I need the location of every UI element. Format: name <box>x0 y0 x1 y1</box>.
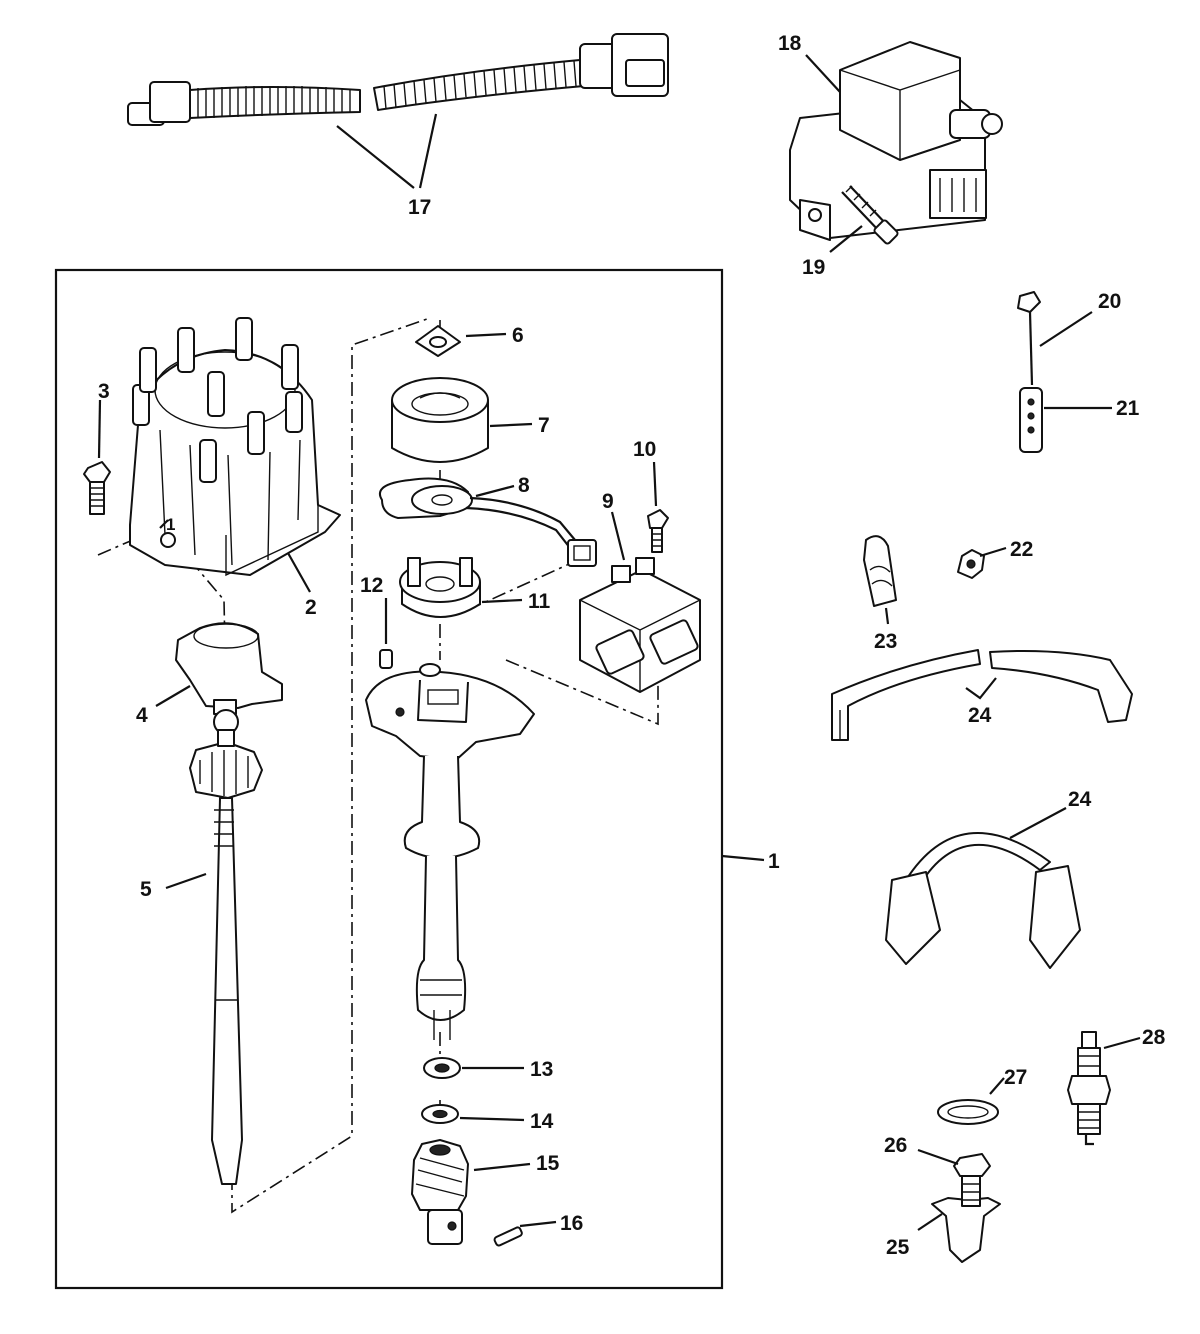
clip-and-strap-part <box>1017 291 1043 453</box>
callout-24b: 24 <box>1068 788 1092 811</box>
wire-retainer-part <box>863 535 897 607</box>
callout-1: 1 <box>768 850 780 873</box>
callout-19: 19 <box>802 256 825 279</box>
plug-gasket-part <box>937 1099 999 1125</box>
callout-27: 27 <box>1004 1066 1027 1089</box>
callout-20: 20 <box>1098 290 1121 313</box>
gear-roll-pin-part <box>493 1226 523 1247</box>
callout-14: 14 <box>530 1110 554 1133</box>
callout-26: 26 <box>884 1134 907 1157</box>
callout-2: 2 <box>305 596 317 619</box>
callout-17: 17 <box>408 196 431 219</box>
distributor-assembly-frame <box>54 268 724 1290</box>
roll-pin-part <box>379 649 393 669</box>
callout-24a: 24 <box>968 704 992 727</box>
callout-10: 10 <box>633 438 656 461</box>
cap-screw-part <box>83 461 111 515</box>
callout-22: 22 <box>1010 538 1033 561</box>
distributor-housing-part <box>365 663 535 1040</box>
flat-washer-part <box>421 1104 459 1124</box>
callout-5: 5 <box>140 878 152 901</box>
callout-16: 16 <box>560 1212 583 1235</box>
wiring-harness-part <box>127 33 669 126</box>
tang-washer-part <box>423 1057 461 1079</box>
spark-plug-wire-upper-part <box>831 649 1133 741</box>
callout-8: 8 <box>518 474 530 497</box>
callout-23: 23 <box>874 630 897 653</box>
distributor-shaft-part <box>189 709 263 1185</box>
callout-21: 21 <box>1116 397 1140 420</box>
callout-1b: 1 <box>166 515 175 534</box>
plug-retainer-part <box>931 1197 1001 1263</box>
callout-4: 4 <box>136 704 148 727</box>
callout-28: 28 <box>1142 1026 1166 1049</box>
magnetic-shield-part <box>399 557 481 618</box>
drive-gear-part <box>411 1139 469 1245</box>
callout-15: 15 <box>536 1152 560 1175</box>
callout-11: 11 <box>528 590 551 613</box>
pickup-coil-part <box>379 477 597 567</box>
callout-3: 3 <box>98 380 110 403</box>
ignition-module-part <box>579 557 701 693</box>
callout-25: 25 <box>886 1236 910 1259</box>
spark-plug-wire-lower-part <box>885 831 1081 969</box>
spark-plug-part <box>1067 1031 1111 1146</box>
callout-9: 9 <box>602 490 614 513</box>
module-screw-part <box>647 509 669 553</box>
callout-13: 13 <box>530 1058 553 1081</box>
callout-6: 6 <box>512 324 524 347</box>
spark-plug-wire-separator-part <box>957 549 985 579</box>
plug-bolt-part <box>953 1153 991 1207</box>
rotor-part <box>175 622 283 715</box>
shaft-seal-part <box>415 325 461 357</box>
pole-piece-part <box>391 377 489 463</box>
coil-bolt-part <box>841 185 899 245</box>
distributor-cap-part <box>129 317 341 577</box>
callout-7: 7 <box>538 414 550 437</box>
callout-12: 12 <box>360 574 383 597</box>
ignition-coil-part <box>789 41 1003 241</box>
callout-18: 18 <box>778 32 802 55</box>
